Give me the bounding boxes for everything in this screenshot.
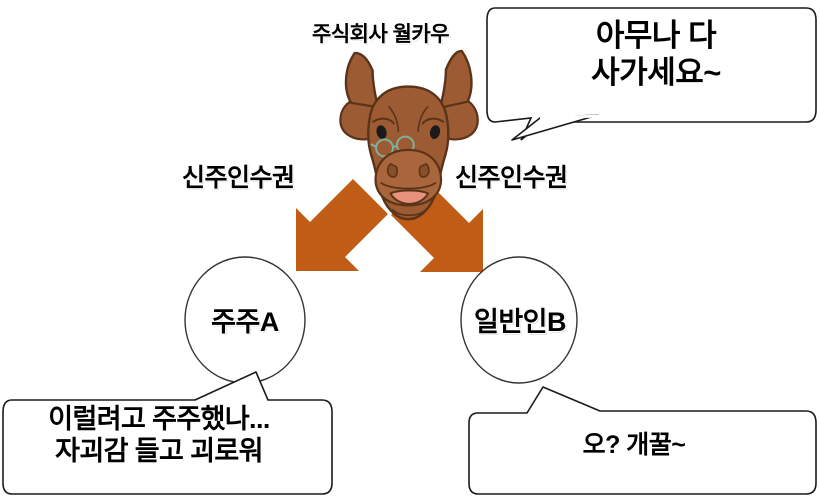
company-speech-bubble <box>486 7 817 141</box>
bull-brow-right <box>421 117 445 125</box>
rights-label-left: 신주인수권 <box>182 164 295 192</box>
bull-forehead-line-left <box>387 105 400 133</box>
bull-mascot-icon <box>339 49 479 221</box>
bull-forehead-line-right <box>417 105 429 133</box>
rights-label-right: 신주인수권 <box>455 164 568 192</box>
bull-mouth <box>389 189 430 205</box>
node-label-shareholder-a: 주주A <box>211 307 279 337</box>
glasses-icon <box>370 135 415 158</box>
node-label-person-b: 일반인B <box>473 307 567 337</box>
node-circle-person-b[interactable] <box>460 256 578 384</box>
glasses-bridge <box>392 145 398 148</box>
bull-brow-left <box>372 117 396 125</box>
rights-arrow-left <box>296 179 388 271</box>
bubble-body <box>468 386 817 495</box>
bubble-tail-seam <box>539 114 601 120</box>
bull-nostril-left <box>386 162 398 178</box>
bull-chin-line <box>391 208 427 217</box>
arrow-shape-left <box>296 179 388 271</box>
bull-eye-left <box>376 125 387 139</box>
shareholder-a-speech-bubble <box>2 371 333 495</box>
company-title: 주식회사 월카우 <box>312 23 450 46</box>
bull-eye-right <box>429 125 441 139</box>
bubble-body <box>2 371 333 495</box>
bull-mouth-line <box>380 181 437 190</box>
person-b-speech-bubble <box>468 386 817 495</box>
glasses-lens-left <box>375 138 394 158</box>
bull-nostril-right <box>418 162 430 178</box>
glasses-temple-left <box>370 143 378 148</box>
